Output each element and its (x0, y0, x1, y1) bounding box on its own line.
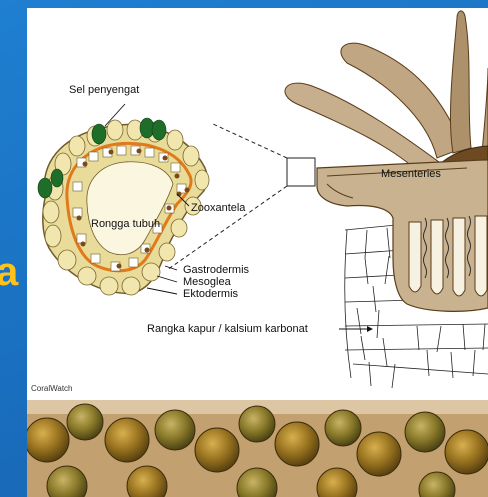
diagram-drawing (27, 8, 488, 400)
label-gastrodermis: Gastrodermis (183, 264, 249, 276)
polyp-tentacle (482, 68, 488, 158)
leader-arrow (367, 326, 373, 332)
label-rangka-suffix: kalsium karbonat (225, 323, 308, 335)
zoom-box (287, 158, 315, 186)
label-sel-penyengat: Sel penyengat (69, 84, 139, 96)
label-mesenteries: Mesenteries (381, 168, 441, 180)
label-ektodermis: Ektodermis (183, 288, 238, 300)
slide-title-fragment: a (0, 252, 18, 292)
label-rongga-tubuh: Rongga tubuh (91, 218, 160, 230)
polyp-tentacle (450, 11, 471, 153)
credit-coralwatch: CoralWatch (31, 384, 73, 394)
label-zooxantela: Zooxantela (191, 202, 245, 214)
micrograph-drawing (27, 400, 488, 497)
zoom-line-top (213, 124, 287, 158)
label-mesoglea: Mesoglea (183, 276, 231, 288)
coral-anatomy-diagram: Sel penyengat Rongga tubuh Zooxantela Ga… (27, 8, 488, 400)
label-rangka-kapur: Rangka kapur / kalsium karbonat (147, 323, 308, 335)
zooxanthellae-micrograph (27, 400, 488, 497)
label-rangka-prefix: Rangka kapur / (147, 323, 225, 335)
